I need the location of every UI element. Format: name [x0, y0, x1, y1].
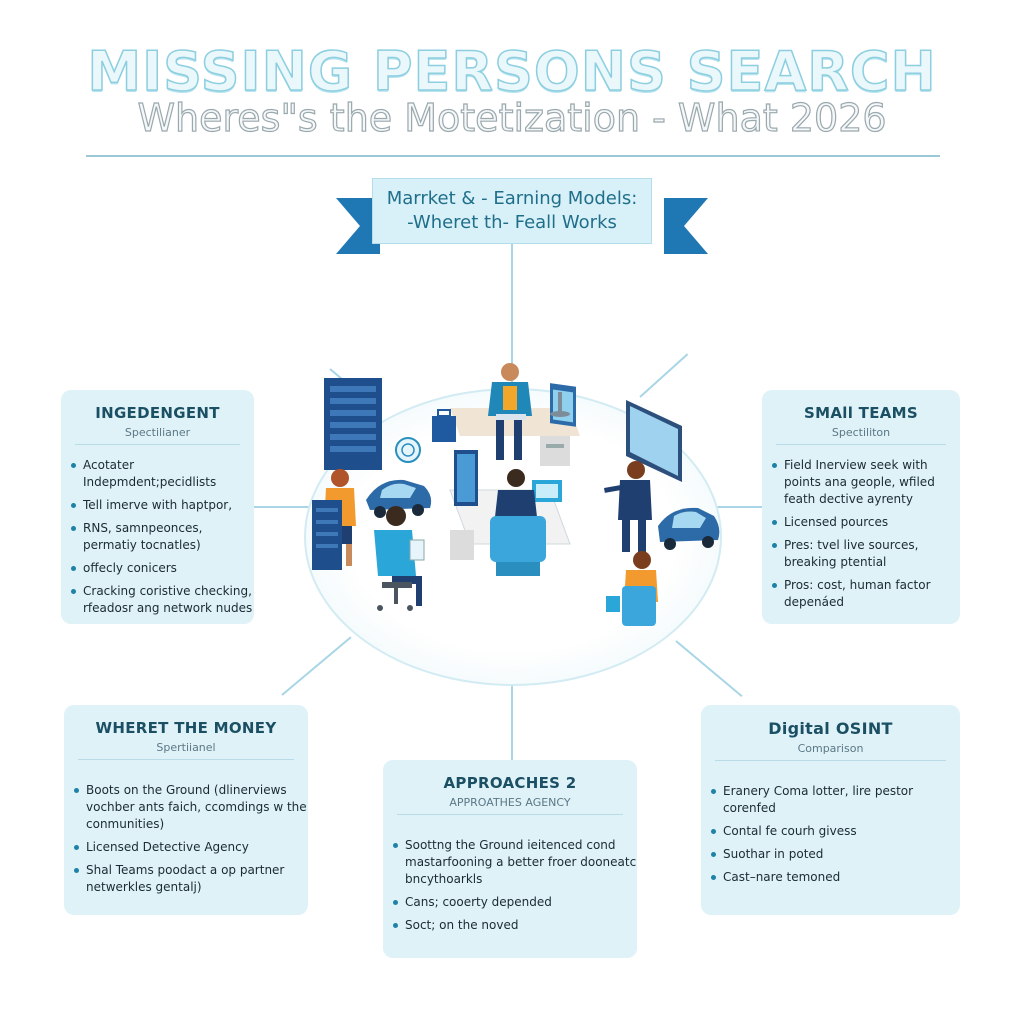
banner-line-1: Marrket & - Earning Models: [386, 188, 638, 209]
list-item: Pros: cost, human factor depenáed [762, 577, 960, 611]
list-item: Eranery Coma lotter, lire pestor corenfe… [701, 783, 960, 817]
list-item: Tell imerve with haptpor, [61, 497, 254, 514]
page-title: MISSING PERSONS SEARCH [87, 39, 937, 104]
list-item: RNS, samnpeonces, permatiy tocnatles) [61, 520, 254, 554]
card-independent-list: Acotater Indepmdent;pecidlists Tell imer… [61, 457, 254, 617]
list-item: Licensed pources [762, 514, 960, 531]
list-item: Acotater Indepmdent;pecidlists [61, 457, 254, 491]
banner-ribbon-right [664, 198, 708, 254]
car-icon [366, 479, 432, 518]
briefcase-icon [432, 409, 456, 442]
list-item: Cast–nare temoned [701, 869, 960, 886]
list-item: Soottng the Ground ieitenced cond mastar… [383, 837, 637, 888]
card-small-teams-subtitle: Spectiliton [776, 422, 946, 445]
card-money-title: WHERET THE MONEY [95, 719, 277, 737]
card-osint: Digital OSINT Comparison Eranery Coma lo… [701, 705, 960, 915]
list-item: Cracking coristive checking, rfeadosr an… [61, 583, 254, 617]
card-small-teams-list: Field Inerview seek with points ana geop… [762, 457, 960, 611]
card-independent: INGEDENGENT Spectilianer Acotater Indepm… [61, 390, 254, 624]
card-money-subtitle: Spertiianel [78, 737, 294, 760]
card-osint-title: Digital OSINT [768, 719, 893, 738]
card-approaches-subtitle: APPROATHES AGENCY [397, 792, 623, 815]
list-item: Field Inerview seek with points ana geop… [762, 457, 960, 508]
card-osint-list: Eranery Coma lotter, lire pestor corenfe… [701, 783, 960, 886]
card-small-teams: SMAll TEAMS Spectiliton Field Inerview s… [762, 390, 960, 624]
fingerprint-icon [395, 437, 421, 463]
list-item: offecly conicers [61, 560, 254, 577]
card-approaches-list: Soottng the Ground ieitenced cond mastar… [383, 837, 637, 934]
filing-cabinet-icon [312, 500, 342, 570]
analyst-figure-icon [488, 363, 532, 460]
card-money-list: Boots on the Ground (dlinerviews vochber… [64, 782, 308, 896]
list-item: Contal fe courh givess [701, 823, 960, 840]
card-approaches: APPROACHES 2 APPROATHES AGENCY Soottng t… [383, 760, 637, 958]
card-approaches-title: APPROACHES 2 [443, 774, 577, 792]
monitor-icon [550, 383, 576, 427]
office-illustration [312, 363, 720, 626]
card-independent-subtitle: Spectilianer [75, 422, 240, 445]
list-item: Pres: tvel live sources, breaking ptenti… [762, 537, 960, 571]
connector-right [712, 506, 764, 508]
list-item: Boots on the Ground (dlinerviews vochber… [64, 782, 308, 833]
connector-banner [511, 244, 513, 394]
car-right-icon [658, 507, 720, 550]
title-divider [86, 155, 940, 157]
list-item: Soct; on the noved [383, 917, 637, 934]
wall-screen-icon [626, 400, 682, 482]
card-osint-subtitle: Comparison [715, 738, 946, 761]
seated-analyst-icon [606, 551, 658, 626]
man-with-tablet-icon [374, 506, 425, 611]
card-small-teams-title: SMAll TEAMS [804, 404, 918, 422]
banner: Marrket & - Earning Models: -Wheret th- … [372, 178, 652, 244]
list-item: Shal Teams poodact a op partner netwerkl… [64, 862, 308, 896]
list-item: Cans; cooerty depended [383, 894, 637, 911]
investigator-figure-icon [604, 461, 652, 552]
card-independent-title: INGEDENGENT [95, 404, 220, 422]
server-rack-icon [324, 378, 382, 470]
list-item: Suothar in poted [701, 846, 960, 863]
card-money: WHERET THE MONEY Spertiianel Boots on th… [64, 705, 308, 915]
banner-line-2: -Wheret th- Feall Works [407, 212, 617, 233]
connector-bottom [511, 684, 513, 760]
connector-left [254, 506, 314, 508]
list-item: Licensed Detective Agency [64, 839, 308, 856]
page-subtitle: Wheres"s the Motetization - What 2026 [137, 95, 887, 140]
seated-figure-icon [490, 469, 546, 576]
